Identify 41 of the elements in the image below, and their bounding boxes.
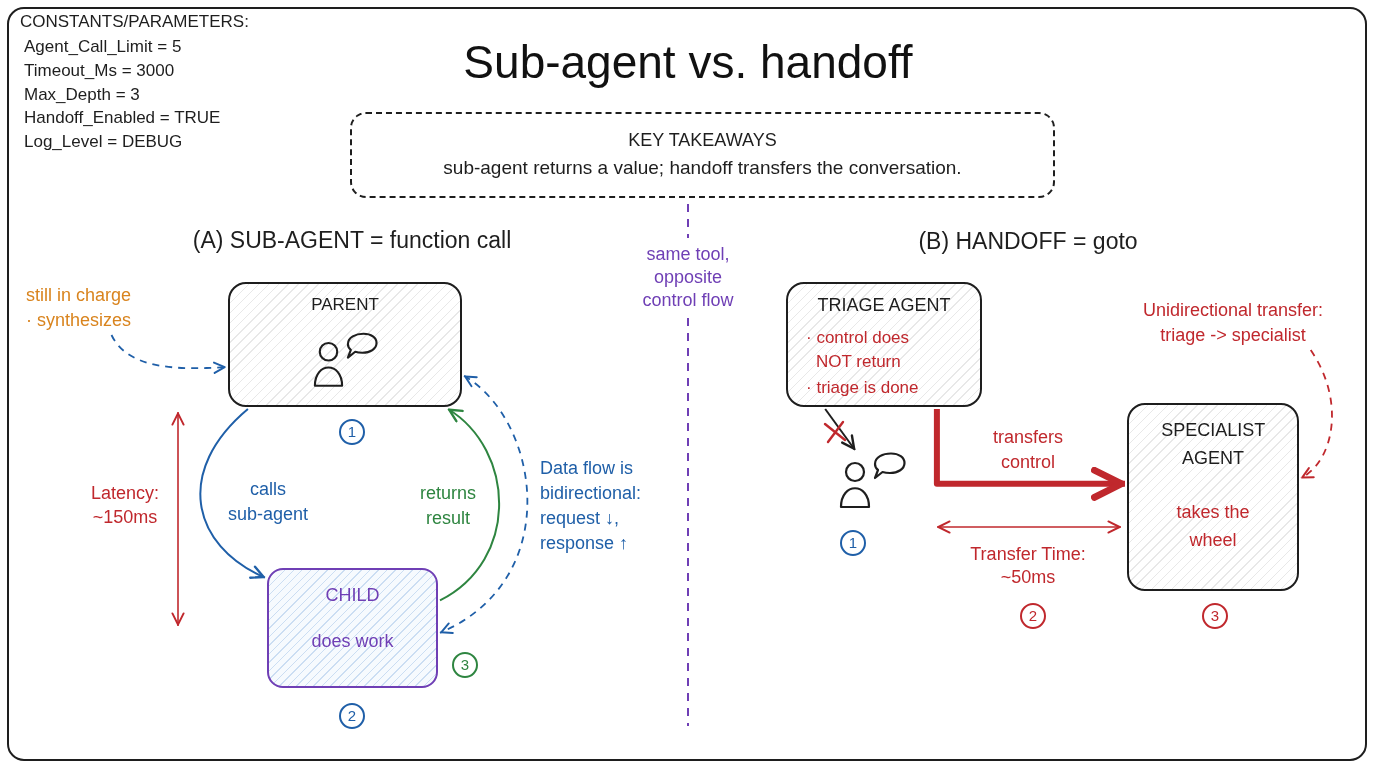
agent-box — [1127, 403, 1299, 591]
parameter-text: Log_Level = DEBUG — [24, 132, 183, 152]
section-heading: (A) SUB-AGENT = function call — [192, 226, 512, 254]
annotation-text: Unidirectional transfer: triage -> specialist — [1128, 298, 1338, 348]
box-title: TRIAGE AGENT — [817, 294, 951, 316]
arrow — [199, 408, 266, 579]
dashed-arrow — [110, 334, 227, 374]
dashed-arrow — [1300, 349, 1333, 480]
step-number: 1 — [840, 530, 866, 556]
step-number: 3 — [452, 652, 478, 678]
transfer-time-label: Transfer Time: ~50ms — [969, 543, 1087, 589]
annotation-text: still in charge · synthesizes — [26, 283, 140, 333]
takeaways-panel — [350, 112, 1055, 198]
panel-heading: KEY TAKEAWAYS — [628, 129, 777, 151]
agent-box — [786, 282, 982, 407]
thick-arrow — [933, 409, 1125, 501]
arrow — [824, 408, 856, 451]
parameter-text: Agent_Call_Limit = 5 — [24, 37, 182, 57]
step-number: 1 — [339, 419, 365, 445]
dashed-arrow — [439, 374, 529, 634]
arrow — [439, 408, 501, 602]
box-title: PARENT — [311, 294, 379, 316]
step-number: 2 — [1020, 603, 1046, 629]
latency-label: Latency: ~150ms — [89, 482, 160, 529]
bullet-text: · triage is done — [806, 377, 920, 399]
step-number: 3 — [1202, 603, 1228, 629]
box-text: takes the wheel — [1175, 501, 1251, 552]
section-heading: (B) HANDOFF = goto — [918, 227, 1138, 255]
box-title: CHILD — [325, 584, 380, 606]
parameter-text: Handoff_Enabled = TRUE — [24, 108, 221, 128]
parameter-text: Timeout_Ms = 3000 — [24, 61, 175, 81]
person-speech-icon — [838, 452, 906, 509]
box-title: SPECIALIST AGENT — [1160, 419, 1266, 470]
diagram-title: Sub-agent vs. handoff — [463, 35, 913, 90]
step-number: 2 — [339, 703, 365, 729]
agent-box — [228, 282, 462, 407]
box-text: does work — [311, 630, 394, 652]
parameter-heading: CONSTANTS/PARAMETERS: — [20, 12, 249, 32]
agent-box — [267, 568, 438, 688]
parameter-text: Max_Depth = 3 — [24, 85, 140, 105]
panel-text: sub-agent returns a value; handoff transfers the conversation. — [443, 157, 962, 179]
